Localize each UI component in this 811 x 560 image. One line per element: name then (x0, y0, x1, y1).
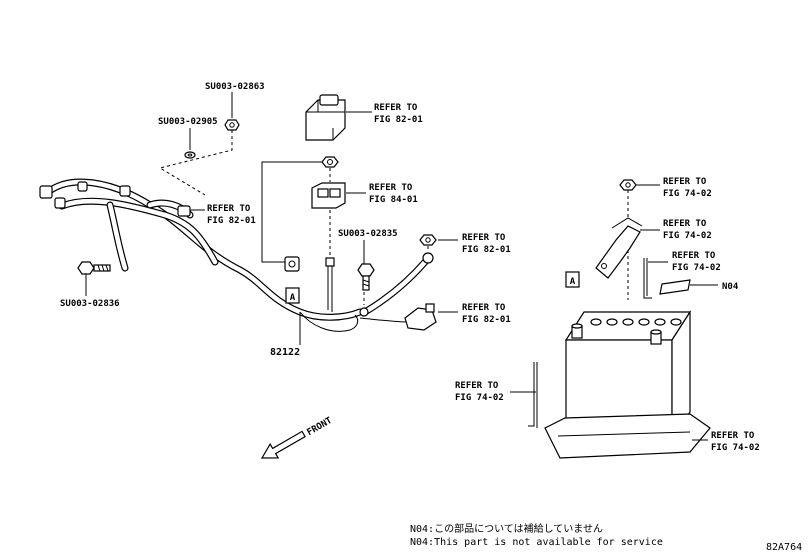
ref-battery-nut-line2: FIG 74-02 (663, 189, 712, 199)
ref-bolt-line1: REFER TO (455, 381, 499, 391)
view-marker-a-right-text: A (570, 277, 576, 287)
battery-tray (544, 413, 711, 459)
front-label: FRONT (306, 416, 335, 438)
ref-clamp-line2: FIG 82-01 (462, 315, 511, 325)
harness-clamp-left (284, 256, 300, 272)
harness-connector-left (39, 185, 53, 199)
ref-hold-down-line1: REFER TO (663, 219, 707, 229)
ref-clamp-line1: REFER TO (462, 303, 506, 313)
ref-fuse-line1: REFER TO (369, 183, 413, 193)
ref-harness-line1: REFER TO (207, 204, 251, 214)
ref-hold-down-line2: FIG 74-02 (663, 231, 712, 241)
ref-nut-line2: FIG 82-01 (462, 245, 511, 255)
view-marker-a-right (565, 271, 580, 288)
stud-bolt (325, 257, 335, 267)
ref-tray-line2: FIG 74-02 (711, 443, 760, 453)
label-su003-02835: SU003-02835 (338, 229, 398, 239)
ref-tray-line1: REFER TO (711, 431, 755, 441)
washer-su003-02905 (184, 151, 196, 159)
view-marker-a-left (285, 287, 300, 304)
ref-relay-line2: FIG 82-01 (374, 115, 423, 125)
nut-relay (321, 156, 339, 168)
note-japanese: N04:この部品については補給していません (410, 522, 603, 535)
nut-fig-74-02 (619, 179, 637, 191)
wire-harness-82122 (39, 178, 434, 332)
bolt-su003-02836 (77, 261, 111, 275)
label-su003-02836: SU003-02836 (60, 299, 120, 309)
ref-relay-line1: REFER TO (374, 103, 418, 113)
ref-rod-line1: REFER TO (672, 251, 716, 261)
nut-su003-02863 (224, 119, 240, 131)
front-arrow: FRONT (260, 416, 335, 459)
bolt-su003-02835 (357, 263, 375, 291)
diagram-code: 82A764 (766, 542, 802, 553)
n04-pad (659, 279, 691, 295)
label-su003-02905: SU003-02905 (158, 117, 218, 127)
ref-rod-line2: FIG 74-02 (672, 263, 721, 273)
label-n04: N04 (722, 282, 739, 292)
terminal-clamp (404, 303, 437, 331)
view-marker-a-left-text: A (290, 293, 296, 303)
ref-fuse-line2: FIG 84-01 (369, 195, 418, 205)
battery-hold-down-clamp (595, 217, 643, 279)
hold-down-rod-left (528, 362, 538, 428)
hold-down-rod-right (643, 258, 652, 299)
nut-fig-82-01 (419, 234, 437, 246)
ref-bolt-line2: FIG 74-02 (455, 393, 504, 403)
label-harness-82122: 82122 (270, 347, 300, 358)
ref-nut-line1: REFER TO (462, 233, 506, 243)
note-english: N04:This part is not available for servi… (410, 537, 663, 548)
ref-harness-line2: FIG 82-01 (207, 216, 256, 226)
label-su003-02863: SU003-02863 (205, 82, 265, 92)
ref-battery-nut-line1: REFER TO (663, 177, 707, 187)
fuse-block (311, 182, 346, 209)
relay-block (305, 94, 346, 141)
